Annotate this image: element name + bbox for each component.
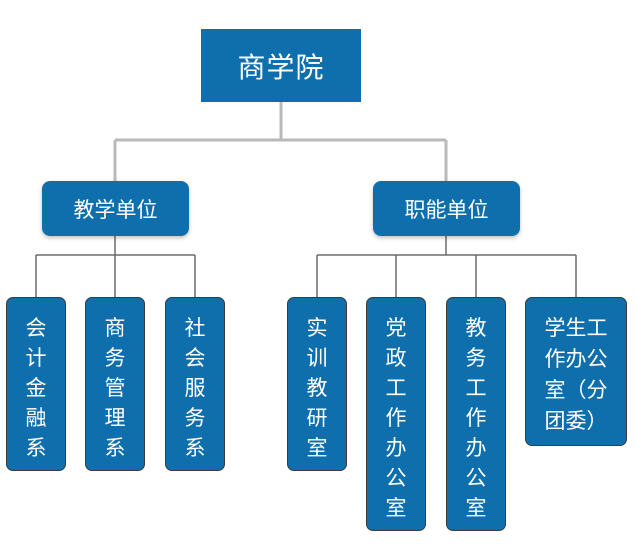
branch-node-functional-units: 职能单位 (373, 181, 520, 236)
leaf-node-label: 实训教研室 (306, 316, 328, 460)
leaf-node-label: 商务管理系 (104, 316, 126, 460)
root-node-label: 商学院 (237, 50, 325, 84)
leaf-node-label: 学生工作办公室（分团委） (544, 316, 608, 433)
root-node-business-school: 商学院 (201, 29, 361, 102)
branch-node-label: 职能单位 (404, 197, 489, 222)
leaf-node-academic-affairs-office: 教务工作办公室 (446, 297, 506, 531)
leaf-node-business-management: 商务管理系 (85, 297, 145, 471)
leaf-node-student-affairs-office: 学生工作办公室（分团委） (525, 297, 627, 446)
leaf-node-social-services: 社会服务系 (165, 297, 225, 471)
leaf-node-label: 党政工作办公室 (385, 316, 407, 520)
branch-node-label: 教学单位 (73, 197, 158, 222)
branch-node-teaching-units: 教学单位 (42, 181, 189, 236)
leaf-node-accounting-finance: 会计金融系 (6, 297, 66, 471)
leaf-node-training-research: 实训教研室 (287, 297, 347, 471)
leaf-node-label: 教务工作办公室 (465, 316, 487, 520)
leaf-node-party-admin-office: 党政工作办公室 (366, 297, 426, 531)
leaf-node-label: 社会服务系 (184, 316, 206, 460)
leaf-node-label: 会计金融系 (25, 316, 47, 460)
